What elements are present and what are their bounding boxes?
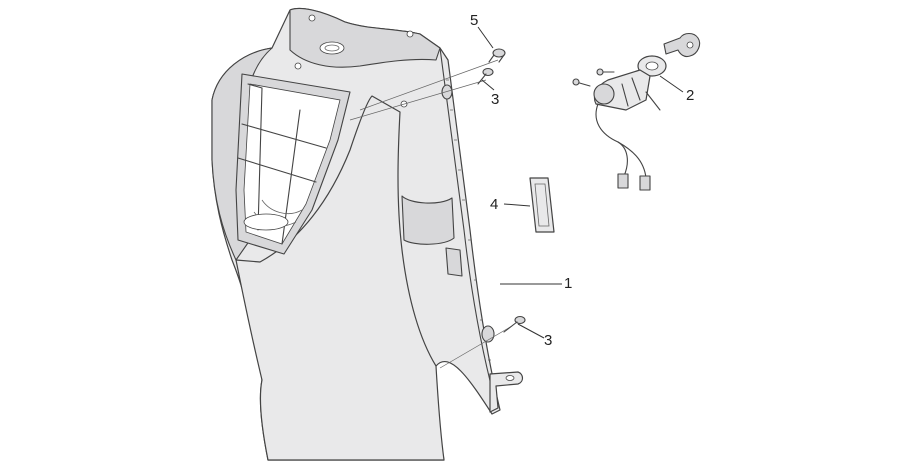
top-mount-hole-right <box>406 30 414 38</box>
callout-3-top: 3 <box>491 91 499 108</box>
shield-mount-hole <box>294 62 302 70</box>
switch-wire-branch <box>617 141 647 179</box>
switch-wire-main <box>595 103 628 177</box>
leader-3-top <box>481 79 495 91</box>
connector-right <box>639 175 651 191</box>
key-icon <box>663 32 701 58</box>
gasket-part-4 <box>529 177 555 233</box>
front-shield-part <box>211 7 524 461</box>
gasket-inner <box>534 183 550 227</box>
screw-3-top-head <box>482 67 494 77</box>
shield-front-face <box>235 95 445 461</box>
switch-keyway <box>645 61 659 71</box>
connector-left <box>617 173 629 189</box>
key-hole <box>686 41 694 49</box>
assembly-lines <box>349 59 513 369</box>
callout-4: 4 <box>490 196 498 213</box>
switch-body-edges <box>621 77 641 107</box>
leader-5 <box>477 26 494 49</box>
callout-labels: 5 3 2 4 1 3 <box>470 12 694 349</box>
bracket-hole <box>505 375 515 381</box>
callout-leaders <box>477 26 684 339</box>
mount-screw-a <box>596 68 604 76</box>
callout-2: 2 <box>686 87 694 104</box>
ignition-switch-part-2 <box>572 32 701 191</box>
shield-side-recess <box>401 195 455 245</box>
screw-5-head <box>492 48 506 58</box>
callout-3-bottom: 3 <box>544 332 552 349</box>
screw-part-5 <box>488 48 506 63</box>
switch-pin <box>645 91 661 111</box>
screw-part-3-bottom <box>503 315 526 333</box>
mount-screw-b <box>572 78 580 86</box>
screw-3-bottom-shank <box>503 321 518 333</box>
assembly-line-screw5 <box>359 59 499 111</box>
assembly-line-screw3-bottom <box>439 325 513 369</box>
top-mount-hole-left <box>308 14 316 22</box>
shield-right-flange <box>439 47 497 405</box>
gasket-outline <box>529 177 555 233</box>
shield-lower-slot <box>445 247 463 277</box>
leader-3-bottom <box>517 323 545 339</box>
screw-part-3-top <box>477 67 494 85</box>
screw-5-shank <box>488 54 505 63</box>
glovebox-floor-recess <box>243 213 289 231</box>
glovebox-inner-frame <box>237 83 327 245</box>
fuel-cap-hole-inner <box>324 44 340 52</box>
shield-flange-holes <box>446 79 491 361</box>
glovebox-cavity <box>243 83 341 245</box>
callout-5: 5 <box>470 12 478 29</box>
assembly-line-screw3-top <box>349 79 487 121</box>
leader-2 <box>659 75 684 93</box>
screw-3-bottom-head <box>514 315 526 325</box>
leader-4 <box>503 203 531 207</box>
fuel-cap-hole <box>319 41 345 55</box>
shield-bottom-bracket <box>489 371 524 413</box>
upper-mount-boss <box>441 84 453 100</box>
switch-barrel <box>593 83 615 105</box>
screw-3-top-shank <box>477 73 487 85</box>
callout-1: 1 <box>564 275 572 292</box>
